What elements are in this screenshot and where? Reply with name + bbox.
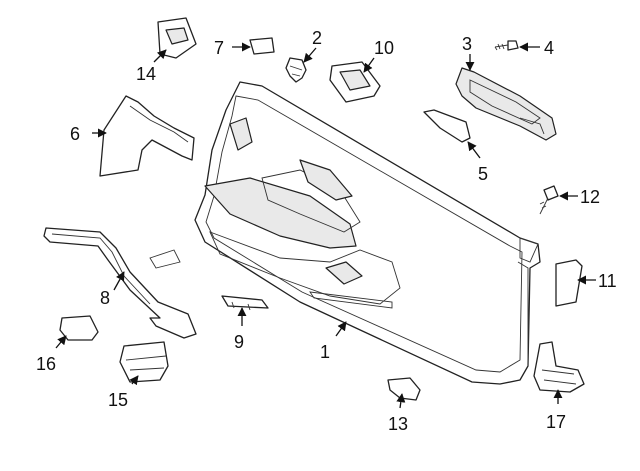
callout-5: 5: [478, 164, 488, 184]
screw-part-4: [494, 40, 519, 51]
door-panel-part: [194, 81, 541, 385]
switch-bezel-part: [329, 61, 381, 103]
callout-10: 10: [374, 38, 394, 58]
callout-6: 6: [70, 124, 80, 144]
callout-7: 7: [214, 38, 224, 58]
leader-15: [129, 375, 139, 386]
bolt-part-12: [539, 185, 559, 215]
callout-4: 4: [544, 38, 554, 58]
callout-11: 11: [598, 271, 617, 291]
callout-numbers: 1 2 3 4 5 6 7 8 9 10 11 12 13 14 15 16 1…: [36, 28, 617, 434]
leader-14: [153, 49, 167, 63]
connector-part-16: [59, 315, 99, 341]
callout-17: 17: [546, 412, 566, 432]
callout-2: 2: [312, 28, 322, 48]
callout-14: 14: [136, 64, 156, 84]
callout-3: 3: [462, 34, 472, 54]
cover-panel-part-11: [555, 259, 583, 307]
callout-16: 16: [36, 354, 56, 374]
switch-module-part-14: [157, 17, 197, 59]
strip-clip-part: [221, 295, 269, 311]
callout-13: 13: [388, 414, 408, 434]
callout-1: 1: [320, 342, 330, 362]
pull-handle-part: [455, 67, 557, 141]
armrest-bracket-part: [43, 227, 197, 339]
leader-1: [335, 321, 347, 337]
clip-part-13: [387, 377, 421, 401]
callout-8: 8: [100, 288, 110, 308]
trim-piece-part-5: [423, 109, 471, 143]
leader-2: [303, 47, 317, 63]
module-part-17: [533, 341, 585, 393]
callout-9: 9: [234, 332, 244, 352]
switch-housing-part: [119, 341, 169, 383]
leader-lines: [55, 42, 596, 409]
corner-cover-part: [99, 95, 195, 177]
tab-part-7: [249, 37, 275, 55]
leader-5: [467, 141, 481, 159]
leader-8: [113, 271, 125, 291]
leader-16: [55, 335, 67, 349]
callout-15: 15: [108, 390, 128, 410]
leader-10: [363, 57, 375, 73]
leader-13: [396, 393, 406, 409]
callout-12: 12: [580, 187, 600, 207]
clip-part-2: [285, 57, 307, 83]
